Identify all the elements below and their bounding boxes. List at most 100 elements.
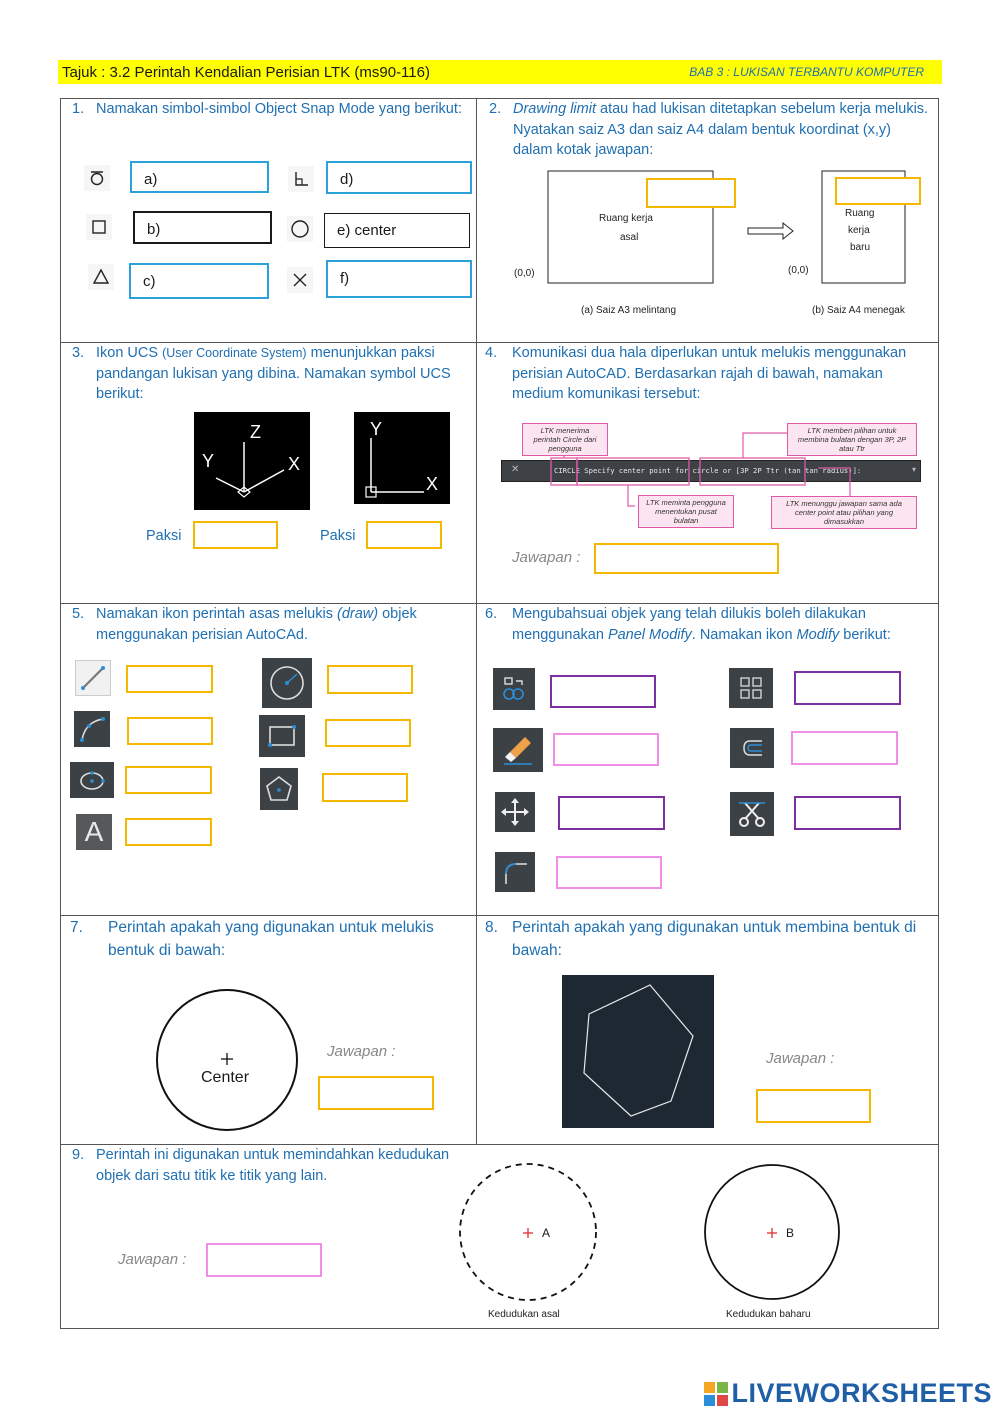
- fig-b-label-2: kerja: [848, 225, 870, 236]
- caption-original-position: Kedudukan asal: [488, 1309, 560, 1320]
- question-number: 7.: [70, 919, 83, 936]
- circle-icon: [262, 658, 312, 708]
- question-7: 7. Perintah apakah yang digunakan untuk …: [70, 917, 466, 962]
- answer-line[interactable]: [126, 665, 213, 693]
- question-text: Perintah apakah yang digunakan untuk mem…: [512, 919, 917, 959]
- caption-a: (a) Saiz A3 melintang: [581, 305, 677, 316]
- origin-b: (0,0): [788, 265, 809, 276]
- answer-d[interactable]: d): [326, 161, 472, 194]
- polygon-icon: [260, 768, 298, 810]
- answer-a[interactable]: a): [130, 161, 269, 193]
- answer-move-command[interactable]: [206, 1243, 322, 1277]
- fig-b-label-1: Ruang: [845, 208, 875, 219]
- answer-label: Jawapan :: [327, 1043, 396, 1060]
- answer-e[interactable]: e) center: [324, 213, 470, 248]
- move-figure: [459, 1163, 840, 1301]
- offset-icon: [730, 728, 774, 768]
- cell-q7: [61, 916, 477, 1145]
- answer-communication-medium[interactable]: [594, 543, 779, 574]
- question-number: 4.: [485, 345, 498, 361]
- center-snap-icon: [287, 216, 313, 242]
- chevron-down-icon: ▾: [911, 465, 916, 474]
- answer-label: Jawapan :: [766, 1050, 835, 1067]
- answer-text[interactable]: [125, 818, 212, 846]
- command-line-annotations: [550, 432, 851, 507]
- question-number: 3.: [72, 345, 85, 361]
- answer-a3-size[interactable]: [646, 178, 736, 208]
- page-title: Tajuk : 3.2 Perintah Kendalian Perisian …: [62, 63, 430, 81]
- close-icon: ✕: [511, 464, 520, 475]
- question-number: 6.: [485, 606, 498, 622]
- answer-copy[interactable]: [550, 675, 656, 708]
- question-4: 4. Komunikasi dua hala diperlukan untuk …: [485, 343, 931, 405]
- worksheet-grid: [60, 98, 939, 1329]
- answer-rectangle[interactable]: [325, 719, 411, 747]
- erase-icon: [493, 728, 543, 772]
- question-5: 5. Namakan ikon perintah asas melukis (d…: [72, 606, 417, 643]
- logo-icon: [704, 1381, 729, 1406]
- answer-erase[interactable]: [553, 733, 659, 766]
- midpoint-snap-icon: [86, 214, 112, 240]
- a3-sheet: [547, 170, 714, 284]
- question-3: 3. Ikon UCS (User Coordinate System) men…: [72, 345, 451, 402]
- answer-label: Jawapan :: [118, 1251, 187, 1268]
- question-number: 1.: [72, 101, 85, 117]
- question-6: 6. Mengubahsuai objek yang telah dilukis…: [485, 606, 891, 643]
- answer-b[interactable]: b): [133, 211, 272, 244]
- answer-array[interactable]: [794, 671, 901, 705]
- center-label: Center: [201, 1069, 250, 1086]
- callout-receive-command: LTK menerima perintah Circle dari penggu…: [522, 423, 608, 456]
- x-axis-label: X: [426, 474, 438, 494]
- endpoint-snap-icon: [84, 165, 110, 191]
- point-b-label: B: [786, 1226, 795, 1240]
- answer-f[interactable]: f): [326, 260, 472, 298]
- copy-icon: [493, 668, 535, 710]
- drawing-limits-figure: [547, 170, 906, 284]
- command-line-bar: CIRCLE Specify center point for circle o…: [501, 460, 921, 482]
- answer-ellipse[interactable]: [125, 766, 212, 794]
- answer-fillet[interactable]: [556, 856, 662, 889]
- answer-ucs-2d[interactable]: [366, 521, 442, 549]
- fig-a-label-2: asal: [620, 232, 639, 243]
- question-1: 1. Namakan simbol-simbol Object Snap Mod…: [72, 99, 462, 120]
- new-circle: [704, 1164, 840, 1300]
- answer-trim[interactable]: [794, 796, 901, 830]
- question-8: 8. Perintah apakah yang digunakan untuk …: [485, 917, 931, 962]
- answer-polygon[interactable]: [322, 773, 408, 802]
- text-icon: A: [76, 814, 112, 850]
- question-9: 9. Perintah ini digunakan untuk memindah…: [72, 1145, 472, 1186]
- answer-move[interactable]: [558, 796, 665, 830]
- answer-circle-command[interactable]: [318, 1076, 434, 1110]
- question-text-italic: Drawing limit: [513, 101, 596, 117]
- ucs-full-name: (User Coordinate System): [162, 346, 307, 360]
- origin-a: (0,0): [514, 268, 535, 279]
- answer-a4-size[interactable]: [835, 177, 921, 205]
- callout-center-point: LTK meminta pengguna menentukan pusat bu…: [638, 495, 734, 528]
- x-axis-label: X: [288, 454, 300, 474]
- point-a-label: A: [542, 1226, 551, 1240]
- apparent-intersection-snap-icon: [287, 267, 313, 293]
- original-circle: [459, 1163, 597, 1301]
- rectangle-icon: [259, 715, 305, 757]
- fig-a-label: Ruang kerja: [599, 213, 653, 224]
- cell-q6: [477, 604, 939, 916]
- ellipse-icon: [70, 762, 114, 798]
- answer-circle[interactable]: [327, 665, 413, 694]
- answer-offset[interactable]: [791, 731, 898, 765]
- perpendicular-snap-icon: [288, 166, 314, 192]
- question-text: Namakan simbol-simbol Object Snap Mode y…: [96, 101, 462, 117]
- cell-q2: [477, 99, 939, 343]
- fillet-icon: [495, 852, 535, 892]
- answer-c[interactable]: c): [129, 263, 269, 299]
- arc-icon: [74, 711, 110, 747]
- question-text: atau had lukisan ditetapkan sebelum kerj…: [513, 101, 929, 158]
- caption-b: (b) Saiz A4 menegak: [812, 305, 905, 316]
- question-text: Komunikasi dua hala diperlukan untuk mel…: [512, 345, 907, 402]
- move-icon: [495, 792, 535, 832]
- a4-sheet: [821, 170, 906, 284]
- answer-arc[interactable]: [127, 717, 213, 745]
- answer-polygon-command[interactable]: [756, 1089, 871, 1123]
- cell-q5: [61, 604, 477, 916]
- answer-ucs-3d[interactable]: [193, 521, 278, 549]
- trim-icon: [730, 792, 774, 836]
